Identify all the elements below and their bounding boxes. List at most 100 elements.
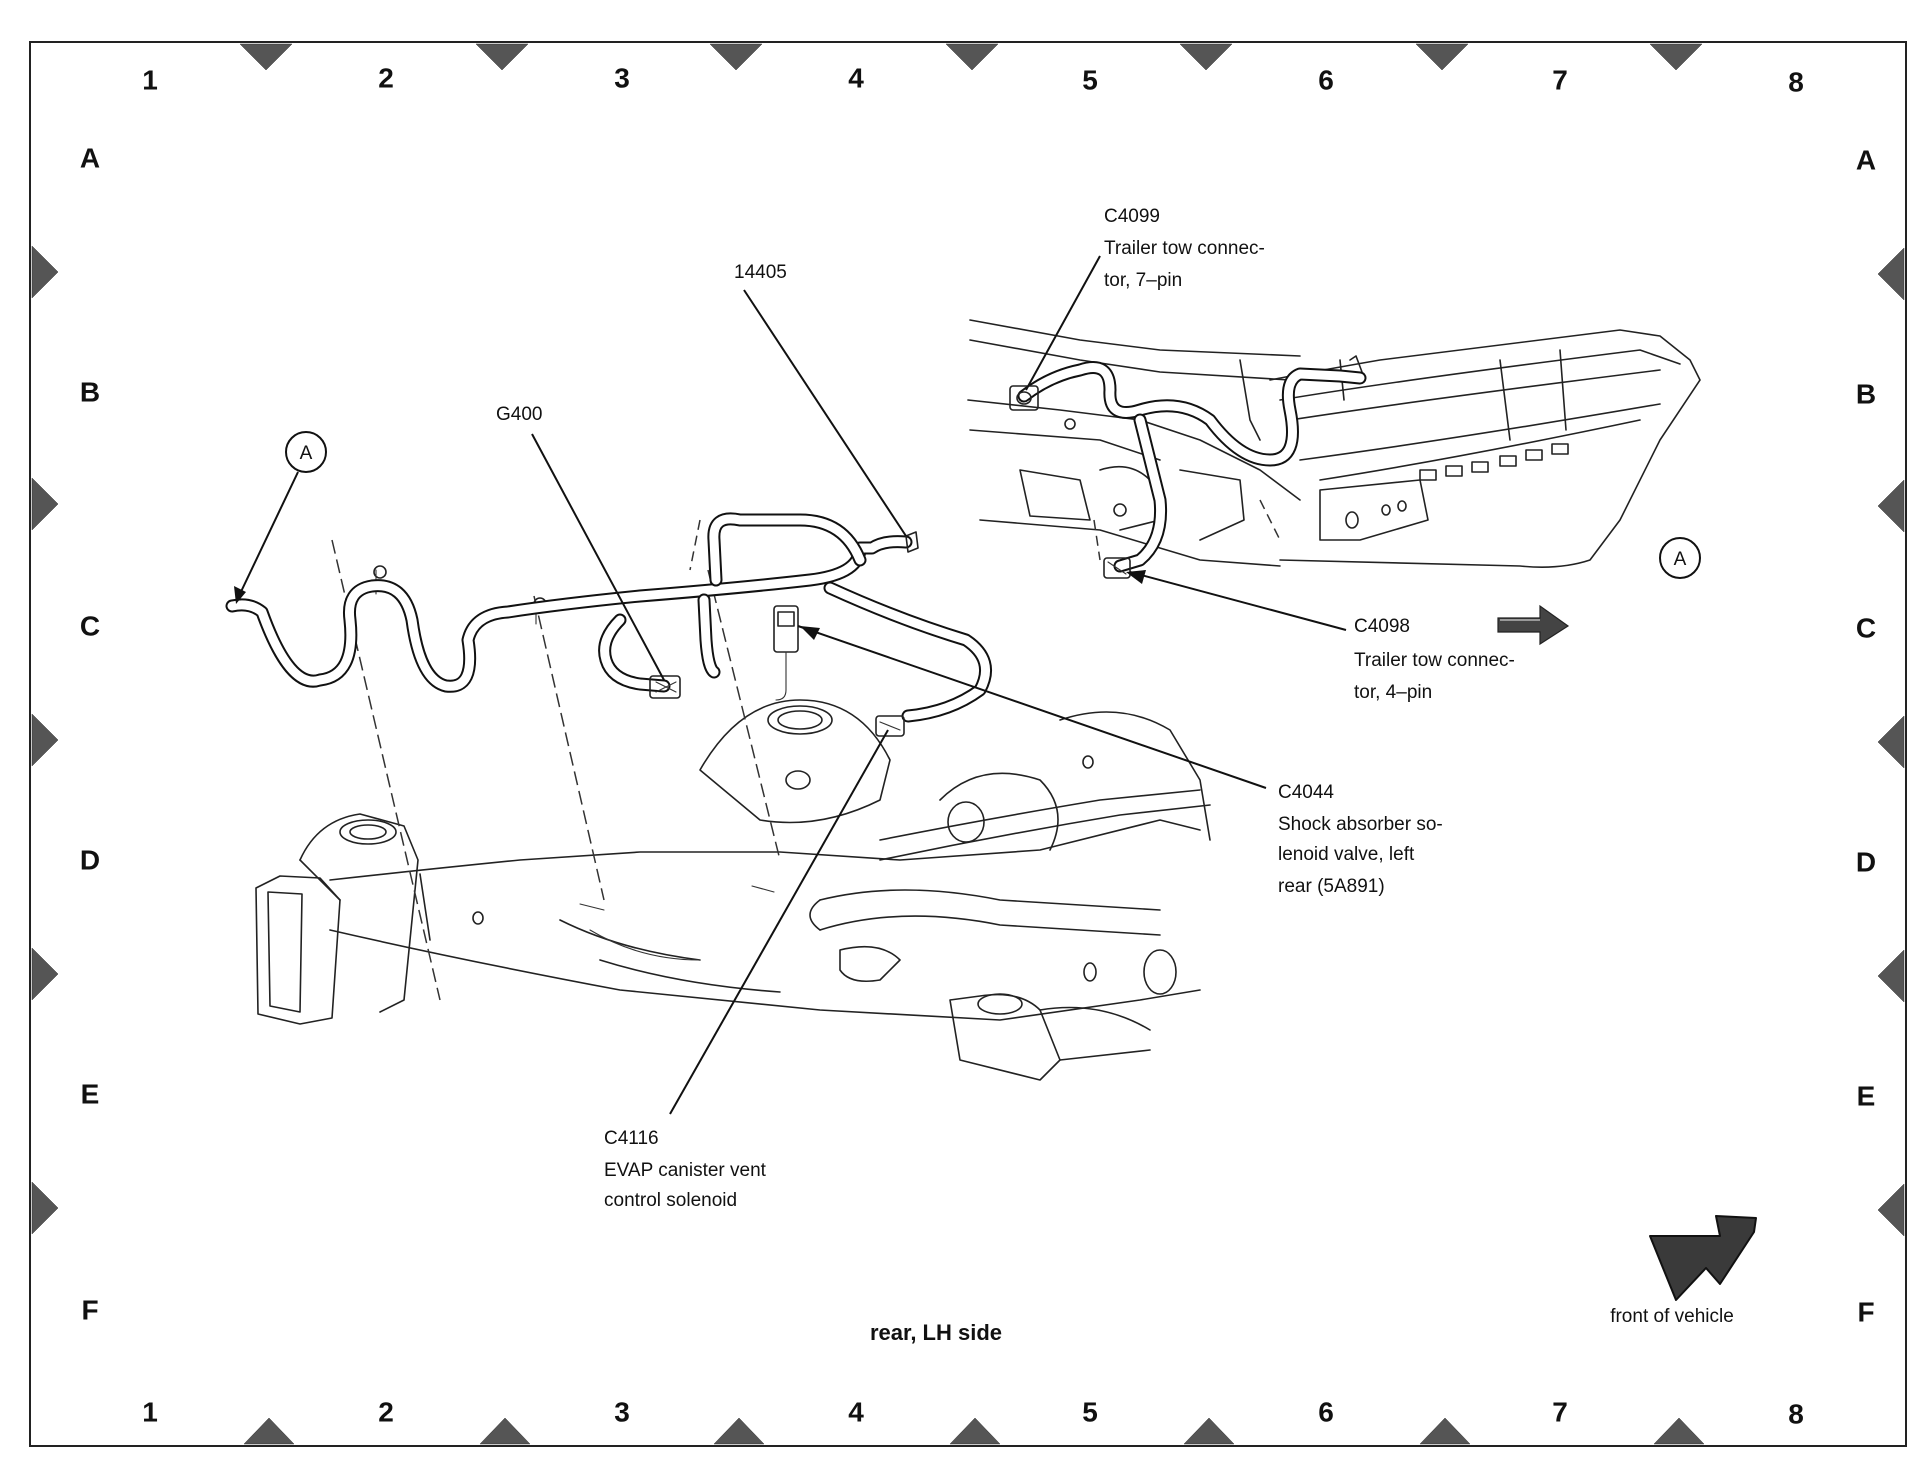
- leader-c4116: [669, 729, 889, 1115]
- leader-ref-a: [237, 471, 299, 599]
- grid-marker-top-2: [475, 43, 529, 71]
- grid-col-bottom-2: 2: [378, 1396, 394, 1427]
- grid-col-top-5: 5: [1082, 64, 1098, 95]
- reference-dashed-lines: [331, 519, 781, 1001]
- leader-14405: [743, 289, 907, 537]
- grid-marker-right-2: [1877, 479, 1905, 533]
- grid-col-bottom-5: 5: [1082, 1396, 1098, 1427]
- leader-ref-a-arrowhead: [234, 586, 246, 604]
- grid-marker-bottom-3: [713, 1417, 765, 1445]
- grid-row-right-D: D: [1856, 846, 1876, 877]
- leader-c4044-arrowhead: [800, 626, 820, 640]
- grid-marker-top-3: [709, 43, 763, 71]
- leader-lines: [234, 255, 1347, 1115]
- grid-row-right-E: E: [1857, 1080, 1876, 1111]
- grid-columns-top: 1 2 3 4 5 6 7 8: [142, 62, 1804, 97]
- grid-rows-right: A B C D E F: [1856, 144, 1876, 1327]
- reference-marker-a-inset-label: A: [1674, 549, 1687, 570]
- grid-markers: [31, 43, 1905, 1445]
- callout-c4116: C4116 EVAP canister vent control solenoi…: [604, 1128, 767, 1211]
- grid-col-bottom-4: 4: [848, 1396, 864, 1427]
- grid-row-right-B: B: [1856, 378, 1876, 409]
- callout-c4099: C4099 Trailer tow connec- tor, 7–pin: [1104, 206, 1265, 291]
- grid-col-top-6: 6: [1318, 64, 1334, 95]
- front-of-vehicle-label: front of vehicle: [1610, 1306, 1734, 1327]
- grid-col-top-7: 7: [1552, 64, 1568, 95]
- callout-c4044: C4044 Shock absorber so- lenoid valve, l…: [1278, 782, 1443, 897]
- grid-marker-bottom-5: [1183, 1417, 1235, 1445]
- diagram-frame: [29, 41, 1907, 1447]
- callout-c4098-id: C4098: [1354, 616, 1410, 637]
- grid-marker-bottom-7: [1653, 1417, 1705, 1445]
- grid-row-left-E: E: [81, 1078, 100, 1109]
- callout-c4116-id: C4116: [604, 1128, 659, 1149]
- grid-marker-right-4: [1877, 949, 1905, 1003]
- grid-row-left-D: D: [80, 844, 100, 875]
- grid-marker-bottom-1: [243, 1417, 295, 1445]
- harness-id-label: 14405: [734, 262, 787, 283]
- leader-c4098: [1129, 571, 1347, 631]
- grid-col-top-2: 2: [378, 62, 394, 93]
- grid-row-left-A: A: [80, 142, 100, 173]
- front-arrow-icon: [1649, 1215, 1757, 1301]
- grid-col-top-4: 4: [848, 62, 864, 93]
- wiring-harness-14405: [225, 512, 993, 737]
- chassis-illustration: [255, 565, 1211, 1081]
- leader-c4098-arrowhead: [1126, 570, 1146, 584]
- inset-direction-arrow: [1497, 604, 1570, 646]
- callout-c4116-line1: EVAP canister vent: [604, 1160, 767, 1181]
- grid-rows-left: A B C D E F: [80, 142, 100, 1325]
- grid-marker-top-6: [1415, 43, 1469, 71]
- grid-marker-right-1: [1877, 247, 1905, 301]
- grid-row-right-A: A: [1856, 144, 1876, 175]
- grid-col-bottom-3: 3: [614, 1396, 630, 1427]
- callout-c4099-line1: Trailer tow connec-: [1104, 238, 1265, 259]
- grid-row-left-B: B: [80, 376, 100, 407]
- grid-col-top-8: 8: [1788, 66, 1804, 97]
- reference-marker-a-main: A: [285, 431, 327, 473]
- grid-marker-bottom-4: [949, 1417, 1001, 1445]
- view-caption: rear, LH side: [870, 1320, 1002, 1345]
- grid-row-left-F: F: [81, 1294, 98, 1325]
- reference-marker-a-main-label: A: [300, 443, 313, 464]
- reference-marker-a-inset: A: [1659, 537, 1701, 579]
- grid-col-bottom-8: 8: [1788, 1398, 1804, 1429]
- grid-marker-bottom-6: [1419, 1417, 1471, 1445]
- grid-marker-top-1: [239, 43, 293, 71]
- grid-row-right-C: C: [1856, 612, 1876, 643]
- grid-marker-left-5: [31, 1181, 59, 1235]
- grid-col-bottom-7: 7: [1552, 1396, 1568, 1427]
- callout-c4098-line1: Trailer tow connec-: [1354, 650, 1515, 671]
- grid-columns-bottom: 1 2 3 4 5 6 7 8: [142, 1396, 1804, 1429]
- callout-c4044-id: C4044: [1278, 782, 1334, 803]
- callout-c4116-line2: control solenoid: [604, 1190, 737, 1211]
- grid-col-bottom-1: 1: [142, 1396, 158, 1427]
- bumper-inset-illustration: [967, 319, 1701, 579]
- grid-marker-left-2: [31, 477, 59, 531]
- callout-c4044-line2: lenoid valve, left: [1278, 844, 1415, 865]
- grid-marker-top-4: [945, 43, 999, 71]
- callout-c4044-line1: Shock absorber so-: [1278, 814, 1443, 835]
- grid-col-top-1: 1: [142, 64, 158, 95]
- callout-c4099-id: C4099: [1104, 206, 1160, 227]
- grid-marker-right-3: [1877, 715, 1905, 769]
- callout-c4044-line3: rear (5A891): [1278, 876, 1385, 897]
- grid-col-top-3: 3: [614, 62, 630, 93]
- grid-marker-left-3: [31, 713, 59, 767]
- grid-marker-bottom-2: [479, 1417, 531, 1445]
- grid-marker-top-5: [1179, 43, 1233, 71]
- grid-row-left-C: C: [80, 610, 100, 641]
- grid-marker-top-7: [1649, 43, 1703, 71]
- grid-row-right-F: F: [1857, 1296, 1874, 1327]
- callout-c4098-line2: tor, 4–pin: [1354, 682, 1432, 703]
- leader-c4099: [1025, 255, 1101, 391]
- leader-g400: [531, 433, 665, 681]
- grid-marker-right-5: [1877, 1183, 1905, 1237]
- grid-marker-left-4: [31, 947, 59, 1001]
- grid-col-bottom-6: 6: [1318, 1396, 1334, 1427]
- leader-c4044: [797, 625, 1267, 789]
- callout-c4098: C4098 Trailer tow connec- tor, 4–pin: [1354, 616, 1515, 703]
- front-of-vehicle-indicator: front of vehicle: [1610, 1215, 1757, 1327]
- callout-c4099-line2: tor, 7–pin: [1104, 270, 1182, 291]
